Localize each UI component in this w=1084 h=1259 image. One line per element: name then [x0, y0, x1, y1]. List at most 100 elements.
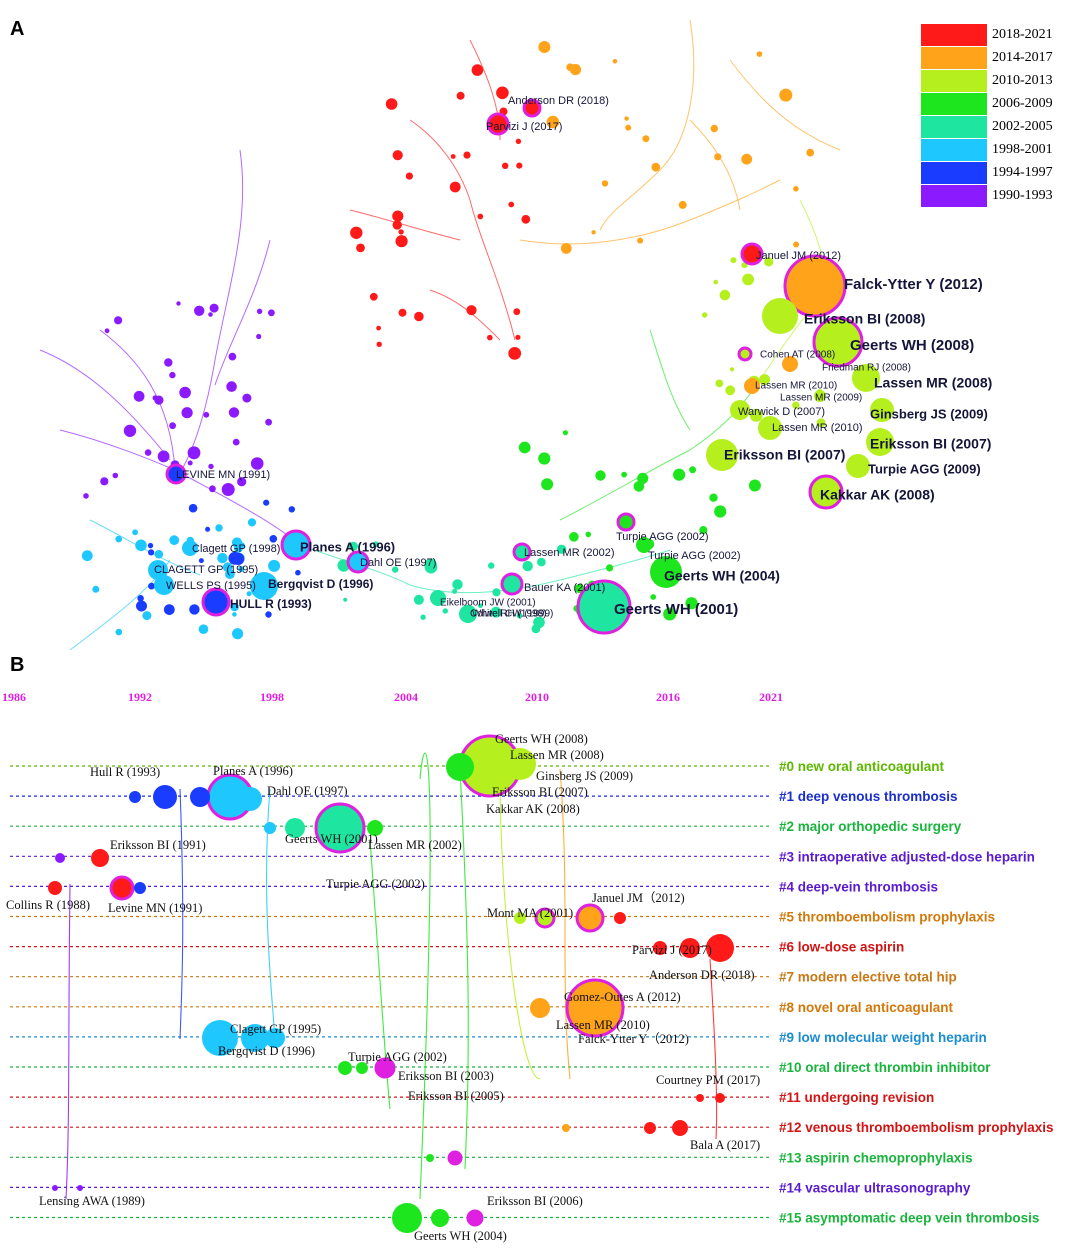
node-label: Planes A (1996) [300, 539, 395, 554]
network-link [429, 289, 501, 341]
network-node [115, 628, 123, 636]
node-label: Geerts WH (2004) [664, 568, 780, 584]
timeline-node [672, 1120, 688, 1136]
timeline-node-label: Dahl OE (1997) [267, 784, 348, 798]
timeline-node-label: Collins R (1988) [6, 898, 90, 912]
node-label: Bauer KA (2001) [524, 582, 605, 594]
timeline-node [77, 1185, 83, 1191]
timeline-node-label: Januel JM（2012) [592, 891, 685, 905]
network-node [413, 594, 424, 605]
network-node [625, 124, 632, 131]
network-node [793, 186, 799, 192]
network-node [725, 385, 736, 396]
node-label: Januel JM (2012) [756, 250, 841, 262]
network-link [59, 429, 176, 471]
network-node [729, 367, 735, 372]
timeline-node-label: Falck-Ytter Y（2012) [578, 1032, 689, 1046]
network-node [430, 590, 446, 606]
timeline-link [369, 838, 391, 1110]
timeline-node-label: Turpie AGG (2002) [326, 877, 425, 891]
timeline-node-label: Anderson DR (2018) [649, 968, 755, 982]
network-node [689, 466, 697, 474]
network-node [591, 230, 596, 235]
timeline-node-label: Kakkar AK (2008) [486, 802, 580, 816]
legend-swatch [921, 139, 987, 161]
network-link [599, 19, 695, 231]
network-node [250, 572, 278, 600]
network-node [538, 41, 551, 53]
cluster-label: #12 venous thromboembolism prophylaxis [779, 1120, 1054, 1135]
network-node [405, 172, 413, 180]
timeline-year-label: 2004 [394, 690, 418, 704]
network-node [477, 213, 484, 220]
network-node [392, 150, 403, 161]
timeline-node-label: Parvizi J (2017) [632, 943, 712, 957]
legend-item: 1998-2001 [921, 139, 1067, 161]
network-node [709, 493, 718, 502]
network-node [208, 312, 213, 317]
network-node [513, 308, 521, 316]
network-node [852, 364, 880, 392]
timeline-node-label: Clagett GP (1995) [230, 1022, 321, 1036]
timeline-node [285, 818, 305, 838]
timeline-node-label: Lassen MR (2002) [368, 838, 462, 852]
node-label: WELLS PS (1995) [166, 580, 256, 592]
legend-item: 2010-2013 [921, 70, 1067, 92]
node-label: Parvizi J (2017) [486, 121, 562, 133]
timeline-node-label: Mont MA (2001) [487, 906, 573, 920]
network-node [144, 449, 152, 456]
network-node [169, 535, 180, 546]
network-node [508, 347, 522, 360]
network-node [737, 346, 753, 362]
node-label: Warwick D (2007) [738, 406, 825, 418]
network-node [250, 457, 264, 470]
network-node [512, 542, 532, 562]
network-node [115, 535, 122, 543]
node-label: Cohen AT (2008) [760, 350, 835, 361]
legend-label: 1998-2001 [992, 142, 1053, 157]
network-node [209, 485, 216, 493]
network-node [187, 460, 193, 466]
timeline-node [504, 748, 536, 780]
timeline-node [680, 938, 700, 958]
timeline-node [565, 978, 625, 1038]
co-citation-network: Anderson DR (2018) Parvizi J (2017) Januel… [39, 19, 992, 650]
network-node [595, 470, 606, 481]
panel-b-letter: B [10, 654, 25, 676]
network-node [814, 390, 826, 402]
network-node [466, 305, 477, 316]
network-link [349, 209, 461, 241]
timeline-node [202, 1020, 238, 1056]
node-label: Geerts WH (2008) [850, 337, 974, 354]
network-node [450, 154, 456, 159]
network-node [424, 560, 438, 574]
network-node [268, 309, 275, 317]
network-node [663, 607, 677, 621]
timeline-node-label: Planes A (1996) [213, 764, 293, 778]
node-label: Anderson DR (2018) [508, 95, 609, 107]
legend-item: 1990-1993 [921, 185, 1067, 207]
network-node [714, 505, 727, 518]
network-node [232, 438, 240, 446]
timeline-node [392, 1203, 422, 1233]
timeline-node [514, 912, 526, 924]
network-node [228, 352, 237, 361]
network-node [792, 401, 800, 409]
network-node [456, 91, 465, 100]
network-node [585, 531, 592, 538]
cluster-label: #3 intraoperative adjusted-dose heparin [779, 849, 1035, 864]
timeline-year-label: 2016 [656, 690, 680, 704]
network-node [637, 237, 644, 244]
network-link [729, 59, 841, 151]
network-node [702, 312, 708, 318]
legend-label: 2010-2013 [992, 73, 1053, 88]
network-node [376, 341, 382, 347]
timeline-node [314, 802, 366, 854]
network-node [221, 483, 235, 496]
timeline-node [190, 787, 210, 807]
network-node [208, 463, 214, 470]
timeline-node [109, 875, 135, 901]
cluster-label: #13 aspirin chemoprophylaxis [779, 1150, 973, 1165]
network-node [463, 151, 471, 159]
